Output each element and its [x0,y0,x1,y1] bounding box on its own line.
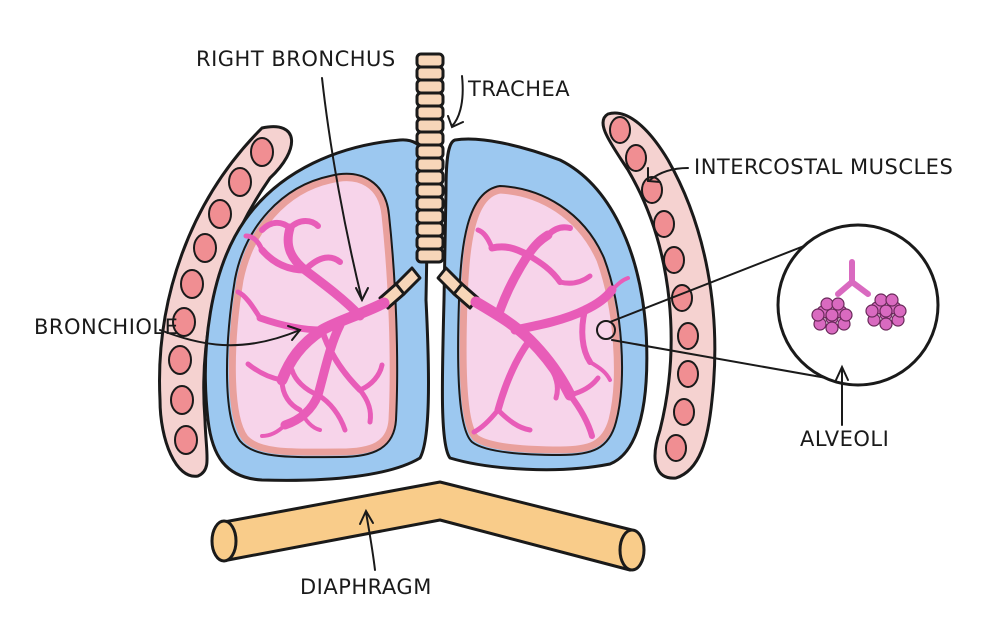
alveolus [874,293,888,307]
trachea-ring [415,78,445,95]
alveolus [879,304,893,318]
label-alveoli: ALVEOLI [800,427,889,451]
label-diaphragm: DIAPHRAGM [300,575,432,599]
alveolus [865,304,879,318]
alveolus [825,321,839,335]
alveolus [885,293,899,307]
leader-lines [159,75,849,571]
trachea-ring [415,91,445,108]
trachea-ring [415,247,445,264]
label-intercostal-muscles: INTERCOSTAL MUSCLES [694,155,953,179]
alveolus [820,297,834,311]
intercostal-muscle-left [158,125,294,478]
trachea-ring [415,208,445,225]
trachea-ring [415,234,445,251]
alveolus [811,308,825,322]
trachea-ring [415,195,445,212]
trachea-ring [415,221,445,238]
trachea-ring [415,130,445,147]
trachea-ring [415,182,445,199]
label-bronchiole: BRONCHIOLE [34,315,178,339]
alveoli-focus-ring [596,320,616,340]
trachea-ring [415,169,445,186]
label-trachea: TRACHEA [467,77,570,101]
alveolus [825,308,839,322]
trachea-ring [415,104,445,121]
trachea-ring [415,52,445,69]
alveolus [879,317,893,331]
trachea [415,52,445,264]
trachea-ring [415,117,445,134]
alveoli-callout [776,223,940,387]
label-right-bronchus: RIGHT BRONCHUS [196,47,396,71]
bronchial-tree-left [235,218,390,438]
alveolus [839,308,853,322]
trachea-ring [415,65,445,82]
trachea-ring [415,156,445,173]
bronchial-tree-right [470,224,630,439]
main-bronchi [378,266,480,310]
alveolus [893,304,907,318]
trachea-ring [415,143,445,160]
diaphragm [210,480,646,572]
alveolus [831,297,845,311]
